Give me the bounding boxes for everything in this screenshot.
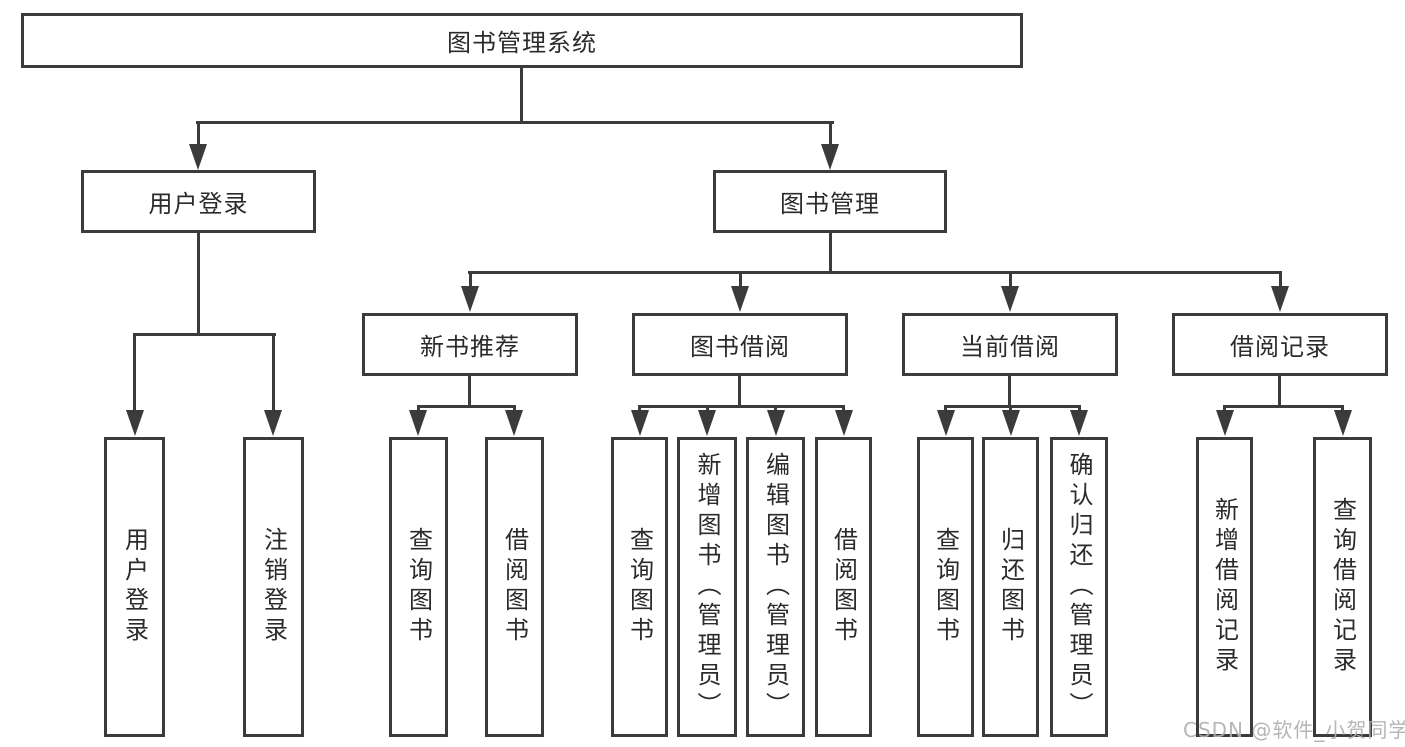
arrowhead-down-icon <box>264 410 282 436</box>
node-leaf-bb-query-books: 查询图书 <box>611 437 668 737</box>
connector-line <box>1009 271 1012 288</box>
arrowhead-down-icon <box>631 410 649 436</box>
connector-line <box>1341 405 1344 412</box>
node-new-book-recommend-label: 新书推荐 <box>420 333 520 361</box>
connector-line <box>133 333 276 336</box>
arrowhead-down-icon <box>1001 286 1019 312</box>
node-leaf-bb-query-books-label: 查询图书 <box>625 527 654 647</box>
node-leaf-user-login-label: 用户登录 <box>120 527 149 647</box>
node-user-login: 用户登录 <box>81 170 316 233</box>
arrowhead-down-icon <box>1216 410 1234 436</box>
arrowhead-down-icon <box>821 144 839 170</box>
arrowhead-down-icon <box>937 410 955 436</box>
node-leaf-cb-return-books: 归还图书 <box>982 437 1039 737</box>
node-new-book-recommend: 新书推荐 <box>362 313 578 376</box>
arrowhead-down-icon <box>835 410 853 436</box>
arrowhead-down-icon <box>1002 410 1020 436</box>
arrowhead-down-icon <box>1334 410 1352 436</box>
arrowhead-down-icon <box>189 144 207 170</box>
node-user-login-label: 用户登录 <box>148 190 249 218</box>
connector-line <box>706 405 709 412</box>
node-root-label: 图书管理系统 <box>447 29 597 57</box>
node-leaf-br-query-record-label: 查询借阅记录 <box>1328 497 1357 677</box>
node-book-management: 图书管理 <box>713 170 947 233</box>
connector-line <box>197 233 200 335</box>
connector-line <box>1008 376 1011 407</box>
connector-line <box>842 405 845 412</box>
arrowhead-down-icon <box>461 286 479 312</box>
node-leaf-bb-borrow-books-label: 借阅图书 <box>829 527 858 647</box>
node-book-management-label: 图书管理 <box>780 190 880 218</box>
connector-line <box>829 233 832 273</box>
connector-line <box>513 405 516 412</box>
connector-line <box>272 333 275 411</box>
connector-line <box>944 405 947 412</box>
node-leaf-cb-return-books-label: 归还图书 <box>996 527 1025 647</box>
csdn-watermark: CSDN @软件_小贺同学 <box>1183 718 1405 742</box>
connector-line <box>944 405 1081 408</box>
arrowhead-down-icon <box>1070 410 1088 436</box>
connector-line <box>774 405 777 412</box>
node-leaf-nb-borrow-books-label: 借阅图书 <box>500 527 529 647</box>
node-book-borrowing-label: 图书借阅 <box>690 333 790 361</box>
node-leaf-bb-add-books: 新增图书（管理员） <box>677 437 737 737</box>
arrowhead-down-icon <box>698 410 716 436</box>
arrowhead-down-icon <box>1271 286 1289 312</box>
node-leaf-br-query-record: 查询借阅记录 <box>1313 437 1372 737</box>
node-leaf-logout-label: 注销登录 <box>259 527 288 647</box>
node-leaf-bb-add-books-label: 新增图书（管理员） <box>693 452 721 722</box>
connector-line <box>133 333 136 411</box>
connector-line <box>1009 405 1012 412</box>
connector-line <box>829 121 832 146</box>
node-leaf-bb-borrow-books: 借阅图书 <box>815 437 872 737</box>
node-leaf-nb-query-books-label: 查询图书 <box>404 527 433 647</box>
connector-line <box>469 271 472 288</box>
node-leaf-cb-query-books-label: 查询图书 <box>931 527 960 647</box>
connector-line <box>197 121 200 146</box>
node-leaf-nb-query-books: 查询图书 <box>389 437 448 737</box>
connector-line <box>1279 271 1282 288</box>
connector-line <box>1223 405 1344 408</box>
node-current-borrowing: 当前借阅 <box>902 313 1118 376</box>
connector-line <box>1223 405 1226 412</box>
node-current-borrowing-label: 当前借阅 <box>960 333 1060 361</box>
arrowhead-down-icon <box>409 410 427 436</box>
connector-line <box>738 376 741 407</box>
node-borrow-records-label: 借阅记录 <box>1230 333 1330 361</box>
connector-line <box>417 405 420 412</box>
connector-line <box>417 405 516 408</box>
connector-line <box>638 405 641 412</box>
node-root: 图书管理系统 <box>21 13 1023 68</box>
connector-line <box>1278 376 1281 407</box>
arrowhead-down-icon <box>126 410 144 436</box>
node-leaf-cb-confirm-return: 确认归还（管理员） <box>1050 437 1108 737</box>
node-leaf-user-login: 用户登录 <box>104 437 165 737</box>
node-leaf-bb-edit-books: 编辑图书（管理员） <box>746 437 805 737</box>
node-leaf-logout: 注销登录 <box>243 437 304 737</box>
node-borrow-records: 借阅记录 <box>1172 313 1388 376</box>
node-leaf-bb-edit-books-label: 编辑图书（管理员） <box>761 452 790 722</box>
node-leaf-nb-borrow-books: 借阅图书 <box>485 437 544 737</box>
node-leaf-br-add-record: 新增借阅记录 <box>1196 437 1253 737</box>
arrowhead-down-icon <box>731 286 749 312</box>
node-leaf-cb-confirm-return-label: 确认归还（管理员） <box>1065 452 1093 722</box>
connector-line <box>468 271 1282 274</box>
node-leaf-br-add-record-label: 新增借阅记录 <box>1210 497 1239 677</box>
node-leaf-cb-query-books: 查询图书 <box>917 437 974 737</box>
connector-line <box>468 376 471 407</box>
node-book-borrowing: 图书借阅 <box>632 313 848 376</box>
connector-line <box>196 121 834 124</box>
arrowhead-down-icon <box>505 410 523 436</box>
connector-line <box>638 405 845 408</box>
connector-line <box>1078 405 1081 412</box>
connector-line <box>520 66 523 123</box>
arrowhead-down-icon <box>767 410 785 436</box>
connector-line <box>739 271 742 288</box>
